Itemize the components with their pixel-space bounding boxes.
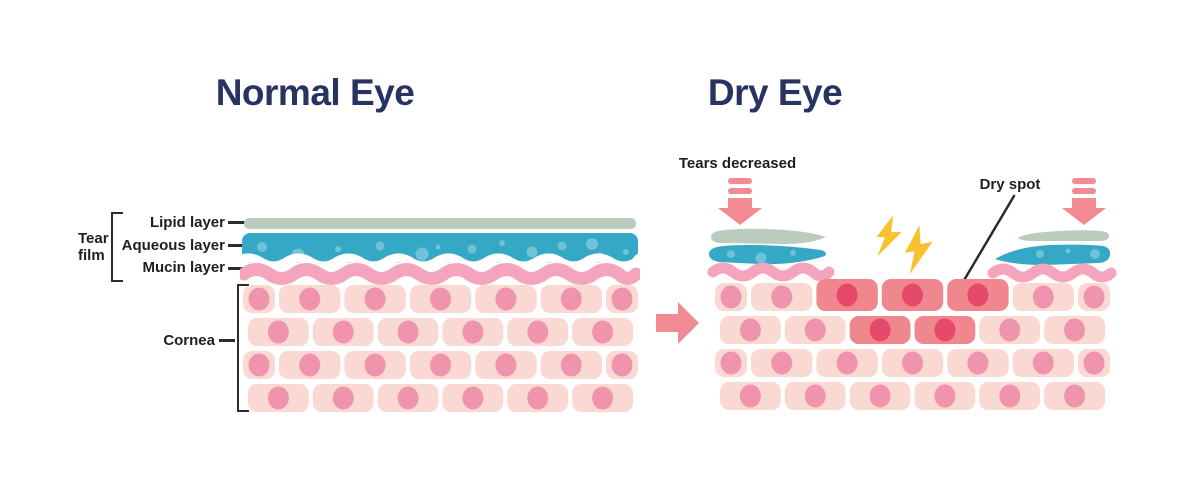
tears-decreased-label: Tears decreased xyxy=(678,155,797,172)
tear-film-bracket xyxy=(111,212,123,282)
dry-spot-label: Dry spot xyxy=(979,176,1041,193)
dry-eye-title: Dry Eye xyxy=(707,72,843,113)
normal-eye-title: Normal Eye xyxy=(215,72,415,113)
dry-eye-figure xyxy=(707,178,1117,410)
cornea-label: Cornea xyxy=(163,332,215,349)
cornea-leader-line xyxy=(219,339,235,342)
lipid-layer-leader-line xyxy=(228,221,258,224)
aqueous-layer-label: Aqueous layer xyxy=(121,237,225,254)
transition-arrow-icon xyxy=(656,302,699,344)
tear-film-label: Tear film xyxy=(78,230,109,264)
lipid-layer-label: Lipid layer xyxy=(149,214,225,231)
cornea-bracket xyxy=(237,284,249,412)
mucin-layer-label: Mucin layer xyxy=(142,259,225,276)
normal-eye-figure xyxy=(240,218,640,412)
